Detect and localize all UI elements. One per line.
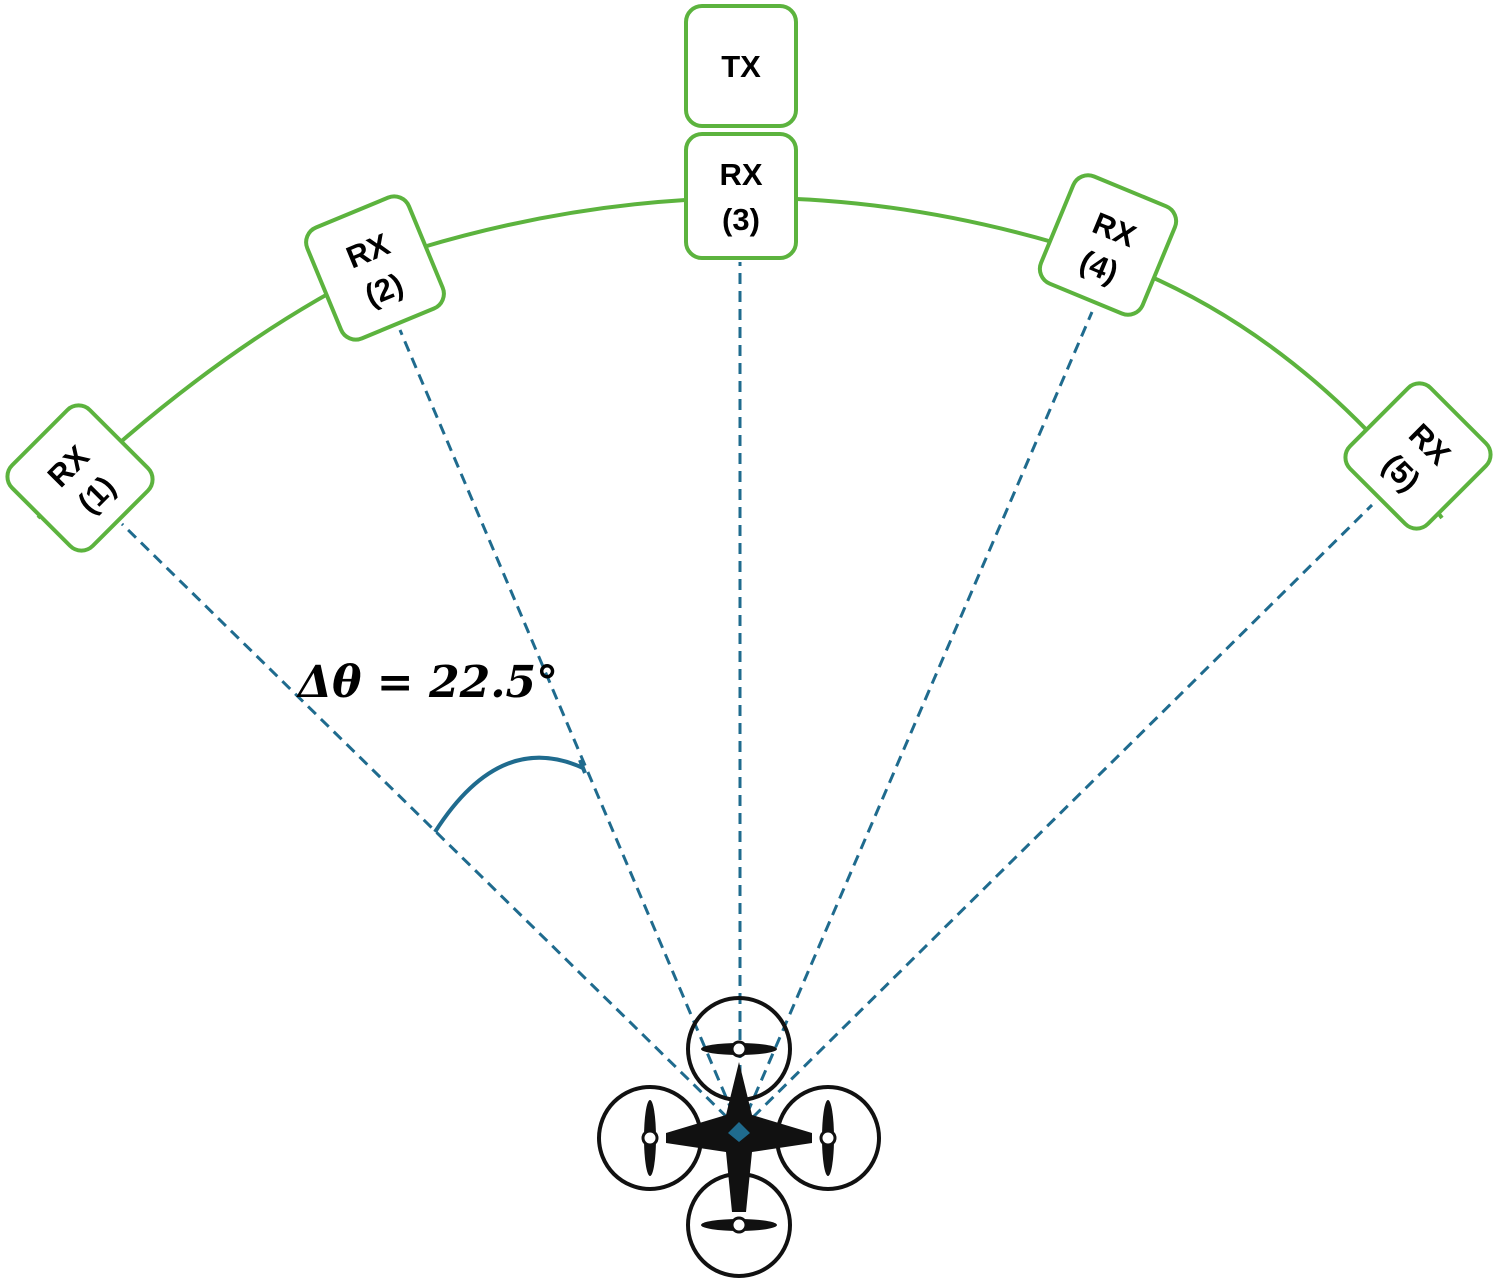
rx-3-line1: RX	[719, 157, 762, 192]
ray-rx-1	[120, 522, 742, 1132]
ray-rx-5	[738, 503, 1374, 1132]
tx-label: TX	[721, 49, 761, 84]
tx-node: TX	[684, 4, 798, 128]
rx-3-line2: (3)	[722, 202, 760, 237]
drone-nose	[728, 1122, 750, 1142]
drone-icon	[597, 996, 881, 1278]
rx-node-1: RX (1)	[5, 403, 155, 553]
rays	[120, 262, 1374, 1132]
rx-node-5: RX (5)	[1343, 381, 1493, 531]
rx-node-2: RX (2)	[304, 194, 446, 342]
angle-arc	[433, 755, 584, 834]
ray-rx-2	[398, 329, 742, 1131]
angle-label: Δθ = 22.5°	[296, 657, 558, 708]
ray-rx-4	[738, 311, 1094, 1131]
rx-node-3: RX (3)	[684, 132, 798, 260]
rx-node-4: RX (4)	[1037, 173, 1179, 317]
angle-tick	[578, 759, 587, 774]
